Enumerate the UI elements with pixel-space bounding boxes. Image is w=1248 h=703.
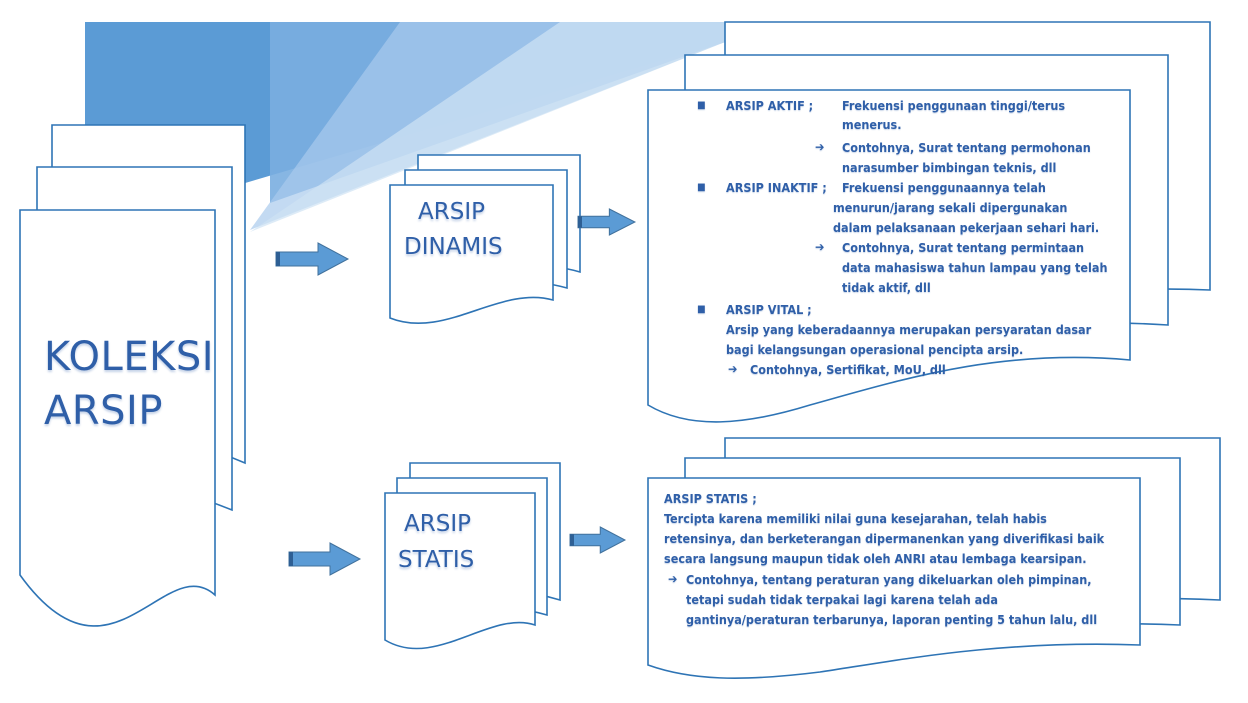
inaktif-ex-2: data mahasiswa tahun lampau yang telah <box>842 260 1108 275</box>
statis-label-line2: STATIS <box>398 547 475 573</box>
dinamis-label-line1: ARSIP <box>418 199 485 225</box>
inaktif-title: ARSIP INAKTIF ; <box>726 180 827 195</box>
statis-desc-3: secara langsung maupun tidak oleh ANRI a… <box>664 551 1087 566</box>
arrow-statis: ➔ <box>668 571 678 586</box>
bullet-vital: ■ <box>697 304 706 315</box>
arrow-koleksi-to-dinamis-edge <box>276 251 280 267</box>
inaktif-ex-1: Contohnya, Surat tentang permintaan <box>842 240 1085 255</box>
arrow-dinamis-to-detail <box>577 208 637 236</box>
vital-desc-2: bagi kelangsungan operasional pencipta a… <box>726 342 1024 357</box>
dinamis-label-line2: DINAMIS <box>404 234 503 260</box>
koleksi-label-line2: ARSIP <box>44 388 163 434</box>
arrow-vital: ➔ <box>728 361 738 376</box>
arrow-koleksi-to-statis-edge <box>289 551 293 567</box>
arsip-dinamis-shape <box>389 154 581 324</box>
arrow-dinamis-to-detail-edge <box>578 216 582 228</box>
aktif-title: ARSIP AKTIF ; <box>726 98 814 113</box>
arrow-statis-to-detail-edge <box>570 534 574 546</box>
inaktif-ex-3: tidak aktif, dll <box>842 280 931 295</box>
koleksi-arsip-shape <box>19 124 246 627</box>
arrow-koleksi-to-statis <box>288 542 362 576</box>
inaktif-desc-2: menurun/jarang sekali dipergunakan <box>833 200 1068 215</box>
statis-ex-2: tetapi sudah tidak terpakai lagi karena … <box>686 592 998 607</box>
koleksi-label-line1: KOLEKSI <box>44 334 215 380</box>
inaktif-desc-3: dalam pelaksanaan pekerjaan sehari hari. <box>833 220 1100 235</box>
vital-desc-1: Arsip yang keberadaannya merupakan persy… <box>726 322 1092 337</box>
flow-arrows <box>275 208 637 576</box>
arrow-inaktif: ➔ <box>815 239 825 254</box>
bullet-aktif: ■ <box>697 100 706 111</box>
arrow-statis-to-detail <box>569 526 627 554</box>
arrow-aktif: ➔ <box>815 139 825 154</box>
aktif-ex-2: narasumber bimbingan teknis, dll <box>842 160 1057 175</box>
statis-desc-2: retensinya, dan berketerangan dipermanen… <box>664 531 1105 546</box>
statis-desc-1: Tercipta karena memiliki nilai guna kese… <box>664 511 1047 526</box>
inaktif-desc-1: Frekuensi penggunaannya telah <box>842 180 1046 195</box>
vital-ex: Contohnya, Sertifikat, MoU, dll <box>750 362 946 377</box>
arsip-statis-shape <box>384 462 561 650</box>
statis-ex-3: gantinya/peraturan terbarunya, laporan p… <box>686 612 1098 627</box>
aktif-desc-2: menerus. <box>842 117 902 132</box>
dinamis-detail-box <box>647 21 1211 423</box>
bullet-inaktif: ■ <box>697 182 706 193</box>
statis-detail-box <box>647 437 1221 679</box>
arrow-koleksi-to-dinamis <box>275 242 350 276</box>
statis-title: ARSIP STATIS ; <box>664 491 757 506</box>
statis-ex-1: Contohnya, tentang peraturan yang dikelu… <box>686 572 1092 587</box>
statis-label-line1: ARSIP <box>404 511 471 537</box>
aktif-ex-1: Contohnya, Surat tentang permohonan <box>842 140 1091 155</box>
vital-title: ARSIP VITAL ; <box>726 302 812 317</box>
aktif-desc-1: Frekuensi penggunaan tinggi/terus <box>842 98 1066 113</box>
